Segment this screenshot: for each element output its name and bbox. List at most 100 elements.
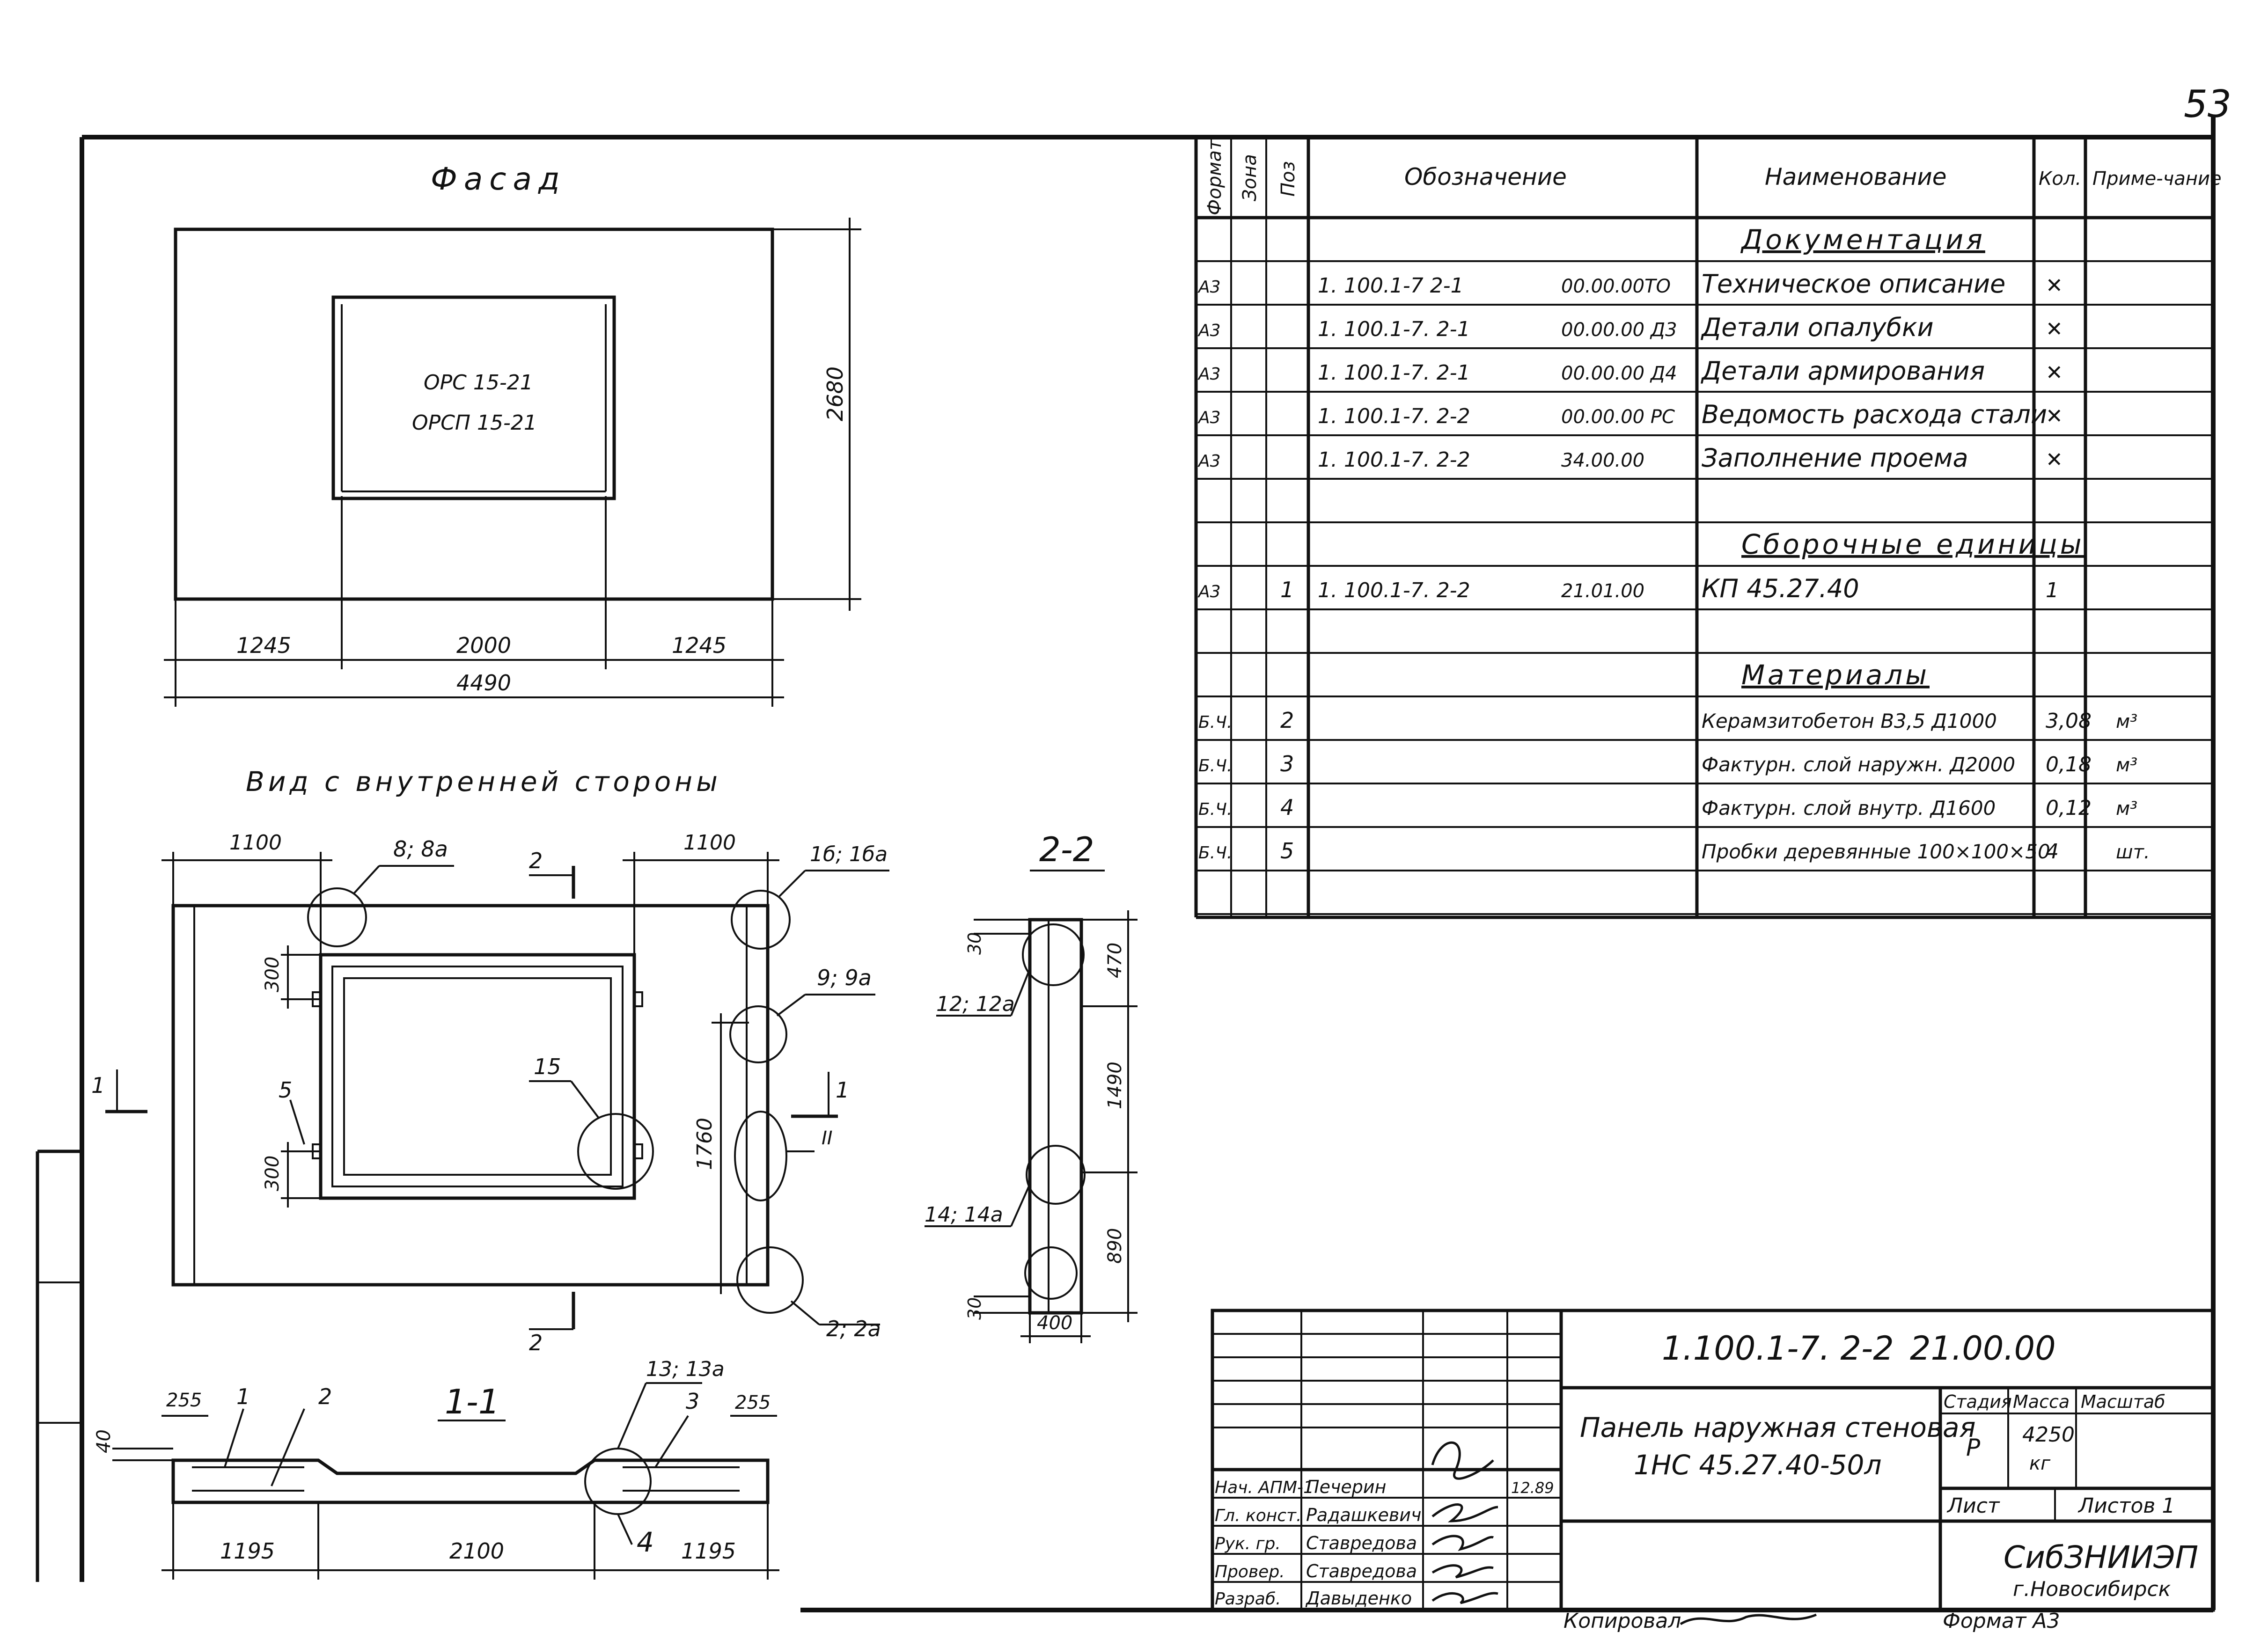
sec11-callout-2: 2	[318, 1384, 332, 1409]
spec-cell-format: Б.Ч.	[1198, 756, 1232, 776]
section-1-1-title: 1-1	[445, 1382, 500, 1421]
staff-role-3: Рук. гр.	[1215, 1534, 1281, 1553]
inner-dim-top-right: 1100	[683, 831, 736, 855]
spec-cell-format: Б.Ч.	[1198, 843, 1232, 863]
section-mark-1-left: 1	[91, 1073, 105, 1098]
facade-window-label-1: ОРС 15-21	[424, 371, 533, 395]
section-mark-1-right: 1	[836, 1077, 849, 1103]
spec-cell-code: 00.00.00 Д3	[1561, 319, 1677, 341]
copier-signature	[1680, 1613, 1817, 1625]
facade-window-label-2: ОРСП 15-21	[412, 411, 537, 435]
spec-cell-code: 00.00.00 РС	[1561, 406, 1675, 428]
spec-cell-pos: 1	[1280, 577, 1294, 602]
org-city: г.Новосибирск	[2013, 1577, 2171, 1601]
spec-cell-name: КП 45.27.40	[1702, 574, 1859, 603]
sec22-dim-top-small: 30	[964, 932, 985, 955]
spec-cell-name: Фактурн. слой внутр. Д1600	[1702, 797, 1996, 820]
inner-dim-top-left: 1100	[229, 831, 282, 855]
spec-cell-designation: 1. 100.1-7. 2-1	[1318, 361, 1470, 385]
spec-cell-name: Техническое описание	[1702, 269, 2005, 299]
spec-cell-note: м³	[2116, 711, 2137, 732]
inner-view-title: Вид с внутренней стороны	[246, 766, 721, 798]
spec-cell-format: Б.Ч.	[1198, 713, 1232, 732]
mass-value: 4250	[2022, 1423, 2075, 1447]
section-1-1: 1-1 255 255 40 1195 2100 1195 1 2 13; 13…	[93, 1357, 779, 1580]
section-mark-2-bottom: 2	[529, 1330, 543, 1355]
facade-view: Фасад ОРС 15-21 ОРСП 15-21 1245 2000 124…	[164, 161, 861, 707]
spec-cell-designation: 1. 100.1-7. 2-2	[1318, 404, 1470, 428]
sec11-dim-left-edge: 255	[166, 1390, 202, 1411]
spec-cell-qty: 3,08	[2046, 709, 2092, 733]
staff-name-2: Радашкевич	[1306, 1505, 1421, 1525]
section-2-2-title: 2-2	[1039, 830, 1094, 869]
spec-cell-note: шт.	[2116, 842, 2150, 863]
sec11-dim-right: 1195	[681, 1538, 736, 1564]
sec22-dim-width: 400	[1037, 1312, 1072, 1334]
sec22-dim-bottom: 890	[1104, 1228, 1126, 1264]
spec-cell-pos: 2	[1280, 708, 1294, 733]
spec-table-header: Формат Зона Поз Обозначение Наименование…	[1204, 139, 2222, 215]
callout-1b-1ba: 1б; 1ба	[810, 842, 888, 866]
spec-header-pos: Поз	[1277, 161, 1299, 197]
spec-cell-code: 34.00.00	[1561, 450, 1644, 471]
spec-cell-format: А3	[1197, 408, 1221, 427]
signatures	[1431, 1441, 1498, 1604]
facade-dim-height: 2680	[822, 366, 848, 421]
sec22-callout-12-12a: 12; 12а	[936, 992, 1015, 1016]
spec-cell-format: А3	[1197, 582, 1221, 601]
spec-cell-qty: ✕	[2046, 448, 2063, 472]
facade-dim-right: 1245	[672, 633, 727, 658]
facade-dim-middle: 2000	[456, 633, 511, 658]
sec11-dim-depth: 40	[93, 1429, 115, 1453]
callout-5: 5	[279, 1077, 292, 1103]
spec-cell-name: Керамзитобетон В3,5 Д1000	[1702, 710, 1997, 732]
inner-dim-sill-lower: 300	[262, 1156, 283, 1191]
doc-code: 21.00.00	[1910, 1329, 2056, 1368]
spec-cell-name: Фактурн. слой наружн. Д2000	[1702, 753, 2015, 776]
spec-cell-note: м³	[2116, 754, 2137, 776]
facade-dim-total: 4490	[456, 670, 511, 695]
footer-format: Формат А3	[1943, 1609, 2060, 1633]
spec-cell-name: Заполнение проема	[1702, 443, 1968, 473]
callout-15: 15	[534, 1054, 561, 1079]
spec-cell-pos: 4	[1280, 795, 1294, 820]
spec-cell-qty: 4	[2046, 840, 2059, 864]
spec-cell-designation: 1. 100.1-7. 2-2	[1318, 448, 1470, 472]
spec-cell-qty: 0,18	[2046, 753, 2092, 776]
spec-cell-qty: ✕	[2046, 274, 2063, 298]
spec-cell-code: 00.00.00 Д4	[1561, 363, 1677, 384]
spec-cell-note: м³	[2116, 798, 2137, 820]
footer-copied: Копировал	[1563, 1609, 1681, 1633]
page-number: 53	[2184, 82, 2231, 126]
sec11-dim-right-edge: 255	[735, 1392, 771, 1413]
mass-label: Масса	[2013, 1391, 2070, 1412]
spec-table-grid	[1194, 137, 2213, 919]
spec-cell-format: Б.Ч.	[1198, 800, 1232, 819]
org-name: СибЗНИИЭП	[2004, 1539, 2198, 1575]
spec-header-zone: Зона	[1239, 154, 1261, 201]
spec-cell-format: А3	[1197, 452, 1221, 471]
spec-cell-code: 00.00.00ТО	[1561, 276, 1671, 297]
inner-view: Вид с внутренней стороны 1100 1100 300 3…	[91, 766, 889, 1355]
staff-role-2: Гл. конст.	[1215, 1506, 1301, 1525]
sheets-label: Листов 1	[2077, 1494, 2175, 1518]
doc-number: 1.100.1-7. 2-2	[1662, 1329, 1894, 1368]
staff-role-1: Нач. АПМ-1	[1215, 1478, 1314, 1497]
staff-name-1: Печерин	[1306, 1477, 1386, 1497]
spec-cell-qty: ✕	[2046, 317, 2063, 341]
spec-cell-name: Детали опалубки	[1701, 313, 1934, 342]
staff-name-4: Ставредова	[1306, 1561, 1417, 1581]
spec-cell-name: Ведомость расхода стали	[1702, 400, 2047, 429]
spec-cell-qty: 1	[2046, 578, 2059, 602]
staff-role-5: Разраб.	[1215, 1589, 1281, 1609]
sec11-callout-4: 4	[637, 1526, 654, 1558]
spec-cell-name: Пробки деревянные 100×100×50	[1702, 840, 2050, 863]
scale-label: Масштаб	[2081, 1391, 2165, 1412]
spec-cell-name: Детали армирования	[1701, 356, 1985, 386]
spec-section-title: Материалы	[1741, 659, 1930, 691]
callout-8-8a: 8; 8а	[393, 836, 448, 862]
spec-cell-designation: 1. 100.1-7. 2-2	[1318, 578, 1470, 602]
sec11-dim-middle: 2100	[449, 1538, 504, 1564]
sec22-dim-middle: 1490	[1104, 1061, 1126, 1109]
